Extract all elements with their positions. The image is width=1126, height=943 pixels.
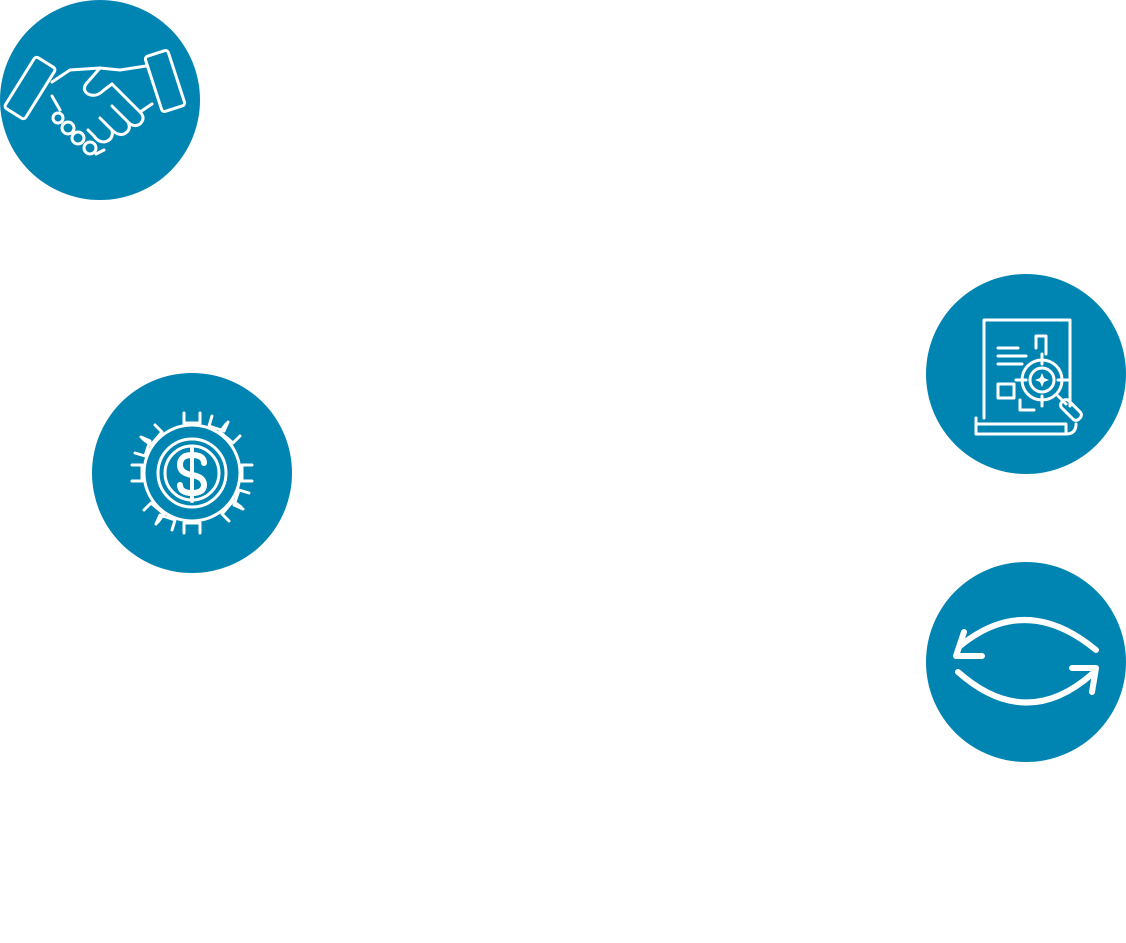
handshake-badge [0, 0, 200, 200]
exchange-arrows-badge [926, 562, 1126, 762]
document-analysis-badge [926, 274, 1126, 474]
document-analysis-icon [974, 318, 1083, 436]
money-gear-badge [92, 373, 292, 573]
money-gear-icon [130, 411, 254, 535]
exchange-arrows-icon [953, 617, 1099, 706]
handshake-icon [3, 48, 187, 156]
